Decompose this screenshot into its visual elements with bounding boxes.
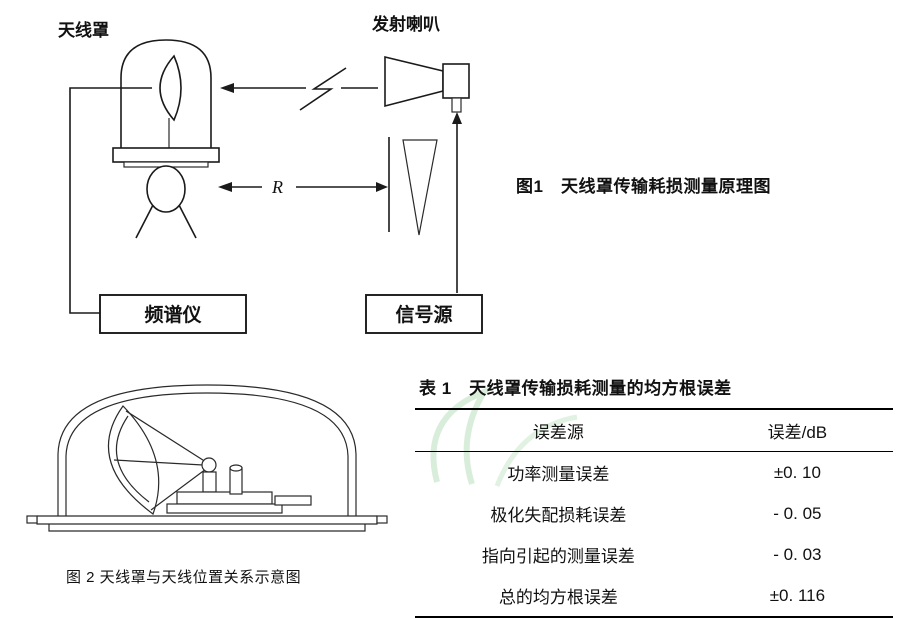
fig2-tab-right [376, 515, 388, 524]
radome-to-analyzer-line [69, 87, 152, 314]
horn-waveguide [442, 63, 470, 99]
error-value-cell: - 0. 03 [773, 544, 822, 564]
mount-plate [112, 147, 220, 163]
fig2-cylinder-cap [229, 464, 243, 472]
fig2-caption: 图 2 天线罩与天线位置关系示意图 [66, 569, 302, 586]
r-arrow-left [218, 182, 232, 192]
table-header-row: 误差源 误差/dB [415, 409, 893, 452]
error-source-cell: 极化失配损耗误差 [490, 506, 627, 525]
fig2-diagram [26, 384, 388, 532]
spectrum-analyzer-label: 频谱仪 [144, 303, 202, 326]
fig2-pedestal-upper [176, 491, 273, 505]
propagation-arrowhead [220, 83, 234, 93]
radome-outline [120, 39, 212, 150]
antenna-dish [159, 54, 182, 122]
table-header-source: 误差源 [415, 409, 702, 452]
fig2-strut-bottom [150, 468, 207, 511]
horn-label: 发射喇叭 [371, 14, 440, 34]
table-row: 功率测量误差 ±0. 10 [415, 452, 893, 494]
table-row: 极化失配损耗误差 - 0. 05 [415, 493, 893, 534]
table-section: 表 1 天线罩传输损耗测量的均方根误差 误差源 误差/dB 功率测量误差 ±0.… [415, 374, 893, 618]
error-source-cell: 功率测量误差 [507, 465, 610, 484]
error-value-cell: ±0. 10 [773, 462, 821, 482]
fig1-caption: 图1 天线罩传输耗损测量原理图 [516, 177, 771, 196]
signal-source-box [365, 294, 483, 334]
table-title: 表 1 天线罩传输损耗测量的均方根误差 [419, 379, 732, 398]
beam-pattern-triangle [402, 139, 438, 236]
lightning-break-icon [299, 67, 347, 111]
fig2-cylinder [229, 467, 243, 495]
fig2-radome-inner [65, 392, 349, 516]
fig2-flange-step [48, 524, 366, 532]
signal-source-label: 信号源 [395, 303, 452, 326]
tripod-leg-right [178, 204, 197, 239]
pedestal-head [146, 165, 186, 213]
source-arrowhead [452, 112, 462, 124]
radome-label: 天线罩 [58, 20, 109, 40]
fig2-hub [201, 457, 217, 473]
table-row: 总的均方根误差 ±0. 116 [415, 575, 893, 617]
fig2-pedestal-base [166, 503, 283, 514]
fig2-flange-top [36, 515, 378, 525]
error-value-cell: - 0. 05 [773, 503, 822, 523]
table-row: 指向引起的测量误差 - 0. 03 [415, 534, 893, 575]
error-source-cell: 指向引起的测量误差 [481, 547, 635, 566]
fig1-diagram: 天线罩 发射喇叭 R [58, 14, 483, 334]
horn-connector [451, 97, 462, 113]
fig2-radome-outer [57, 384, 357, 516]
horn-antenna [384, 55, 444, 108]
fig2-dish [107, 405, 160, 515]
table-header-value: 误差/dB [701, 409, 893, 452]
error-table: 误差源 误差/dB 功率测量误差 ±0. 10 极化失配损耗误差 - 0. 05… [415, 408, 893, 618]
distance-label: R [271, 177, 283, 197]
spectrum-analyzer-box [99, 294, 247, 334]
r-arrow-right [376, 182, 388, 192]
fig2-hub-mount [202, 471, 217, 493]
error-source-cell: 总的均方根误差 [498, 588, 618, 607]
fig2-strut-mid [113, 459, 204, 466]
fig2-tab-left [26, 515, 38, 524]
tripod-leg-left [135, 204, 154, 239]
fig2-side-block [274, 495, 312, 506]
document-page: 天线罩 发射喇叭 R [26, 14, 893, 618]
fig2-strut-top [125, 410, 207, 463]
error-value-cell: ±0. 116 [769, 585, 826, 605]
